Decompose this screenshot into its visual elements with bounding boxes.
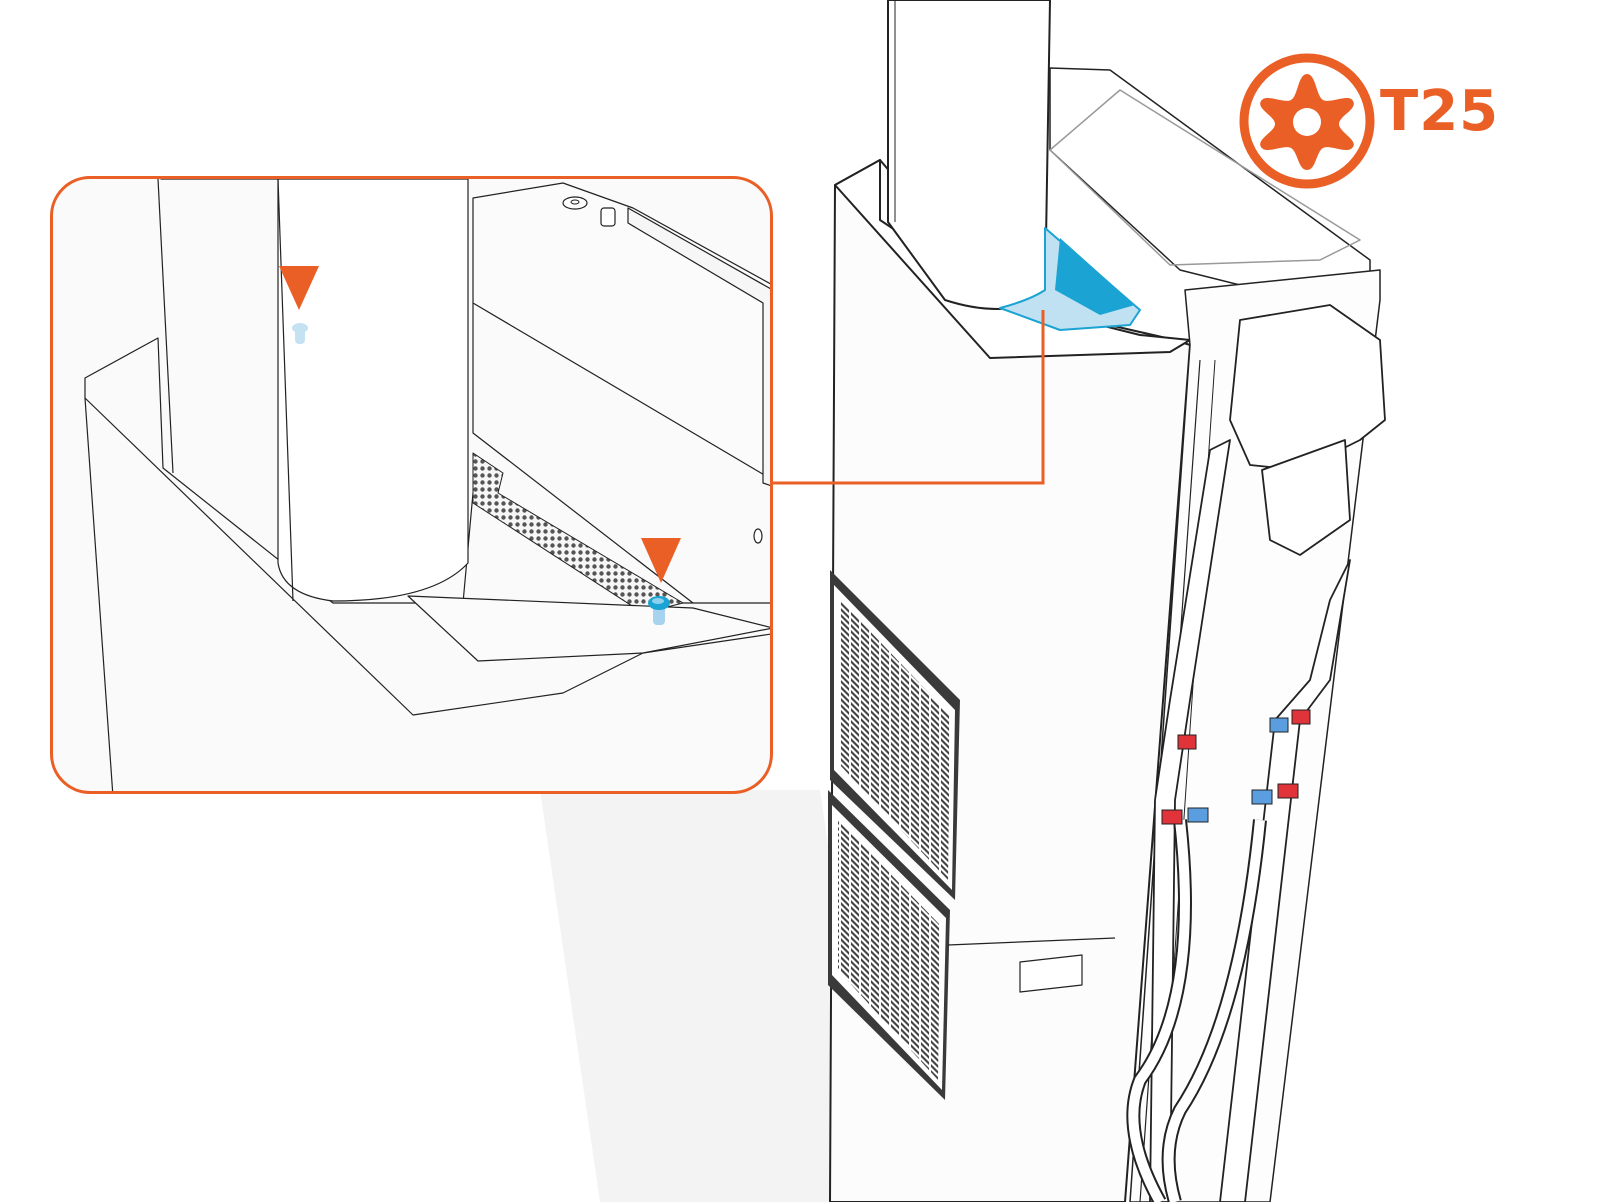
- blue-band: [1269, 717, 1289, 733]
- detail-perforated-grille: [472, 452, 684, 614]
- main-unit: [828, 0, 1381, 1202]
- tool-badge: [1238, 52, 1518, 192]
- screw-marker-lower: [641, 538, 681, 583]
- red-band: [1291, 709, 1311, 725]
- floor-shadow: [540, 790, 880, 1202]
- blue-band: [1251, 789, 1273, 805]
- cabinet-top-ledge: [834, 159, 1191, 359]
- zoom-detail-drawing: [84, 179, 770, 791]
- zoom-detail-callout: [50, 176, 773, 794]
- red-band: [1177, 734, 1197, 750]
- red-band: [1161, 809, 1183, 825]
- vent-grille-upper: [830, 570, 960, 900]
- screw-marker-upper: [279, 266, 319, 310]
- detail-column: [160, 179, 469, 602]
- red-band: [1277, 783, 1299, 799]
- charging-connector: [1126, 304, 1386, 1202]
- torx-icon: [1239, 53, 1375, 189]
- tool-size-label: T25: [1380, 79, 1500, 144]
- screw-upper: [292, 323, 308, 344]
- detail-top-plate: [472, 182, 770, 479]
- vent-grille-lower: [828, 790, 950, 1100]
- hose-right: [1219, 559, 1351, 1202]
- screw-lower: [648, 596, 670, 625]
- transparent-cover: [1049, 89, 1361, 266]
- leader-line: [773, 310, 1045, 485]
- connector-holster: [1229, 304, 1386, 471]
- label-plate: [1019, 954, 1083, 993]
- blue-band: [1187, 807, 1209, 823]
- hose-color-bands: [1161, 709, 1311, 825]
